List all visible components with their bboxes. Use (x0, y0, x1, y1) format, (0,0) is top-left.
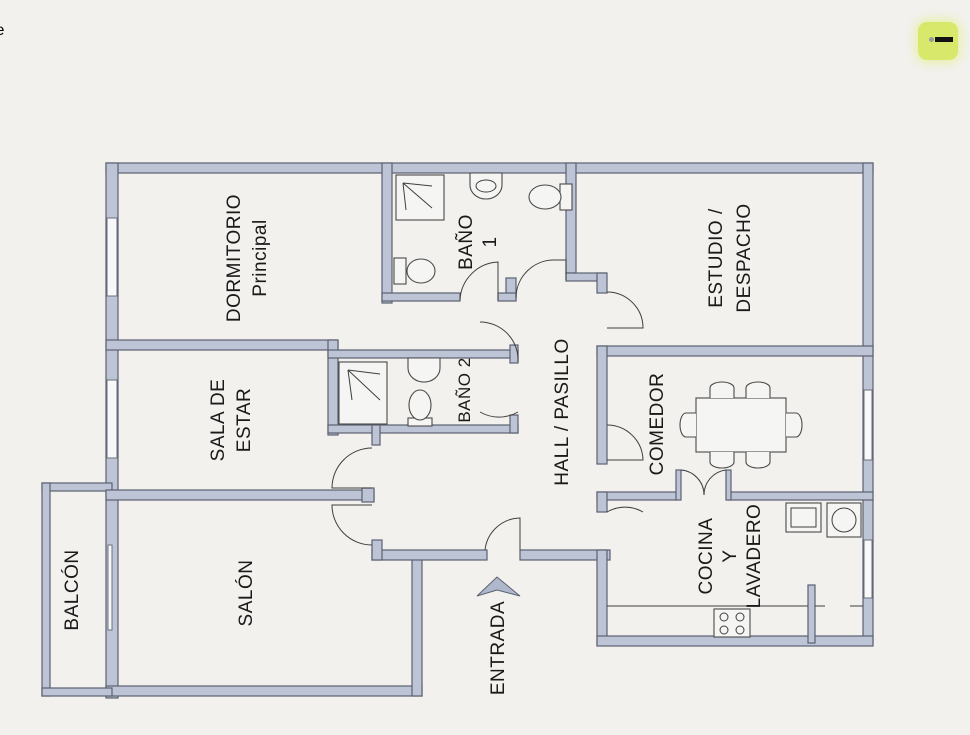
kitchen-sink-icon (785, 502, 822, 533)
fixtures (338, 172, 863, 638)
label-lavadero: LAVADERO (744, 504, 765, 609)
label-cocina: COCINA (696, 518, 717, 595)
stove-icon (713, 608, 751, 638)
shower-icon (338, 361, 388, 425)
label-dormitorio: DORMITORIO (224, 194, 245, 322)
label-comedor: COMEDOR (647, 373, 668, 476)
label-y: Y (720, 549, 741, 562)
washing-machine-icon (826, 502, 862, 538)
badge-bar-icon (935, 37, 953, 42)
sink-icon (469, 172, 503, 200)
label-bano1-num: 1 (480, 236, 501, 247)
label-hall: HALL / PASILLO (552, 338, 573, 485)
badge-dot-icon (929, 37, 934, 42)
label-balcon: BALCÓN (61, 549, 83, 630)
label-entrada: ENTRADA (488, 601, 509, 695)
label-estudio: ESTUDIO / (706, 208, 727, 308)
toilet-icon (393, 257, 407, 285)
room-labels: DORMITORIO Principal BAÑO 1 ESTUDIO / DE… (61, 194, 765, 695)
doors (331, 259, 727, 551)
sink-icon (407, 357, 441, 383)
label-dormitorio-sub: Principal (250, 219, 271, 296)
dining-table-icon (679, 381, 803, 469)
windows (106, 217, 873, 631)
label-estar: ESTAR (234, 388, 255, 452)
toilet-icon (559, 183, 573, 211)
label-bano1: BAÑO (455, 214, 477, 270)
label-despacho: DESPACHO (734, 203, 755, 312)
page-badge[interactable]: page-badge (0, 22, 958, 60)
label-bano2: BAÑO 2 (455, 357, 474, 422)
entrance-arrow-icon (476, 576, 521, 597)
label-salon: SALÓN (235, 560, 257, 627)
label-sala: SALA DE (208, 379, 229, 462)
